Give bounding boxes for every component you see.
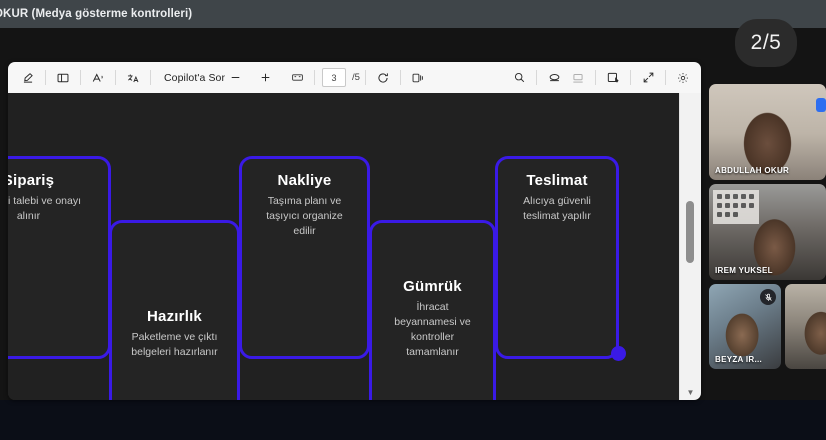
- toolbar-divider: [399, 70, 401, 85]
- rotate-icon[interactable]: [371, 66, 395, 89]
- fullscreen-icon[interactable]: [636, 66, 660, 89]
- participant-video: [785, 284, 826, 369]
- page-counter-badge: 2/5: [735, 19, 797, 67]
- toolbar-divider: [115, 70, 116, 85]
- toolbar-divider: [80, 70, 81, 85]
- pdf-scrollbar[interactable]: ▼: [679, 93, 701, 400]
- background-poster: [713, 190, 759, 224]
- copilot-ask-button[interactable]: Copilot'a Sor: [164, 71, 226, 84]
- fit-to-page-icon[interactable]: [285, 66, 309, 89]
- draw-icon[interactable]: [601, 66, 625, 89]
- scroll-down-arrow-icon[interactable]: ▼: [686, 387, 695, 397]
- toolbar-divider: [364, 70, 366, 85]
- flow-node: Teslimat Alıcıya güvenli teslimat yapılı…: [495, 156, 619, 359]
- toolbar-divider: [595, 70, 596, 85]
- toolbar-right-group: [507, 62, 695, 93]
- toolbar-divider: [314, 70, 315, 85]
- flow-node: Hazırlık Paketleme ve çıktı belgeleri ha…: [109, 220, 240, 400]
- translate-icon[interactable]: [121, 66, 145, 89]
- toolbar-left-group: Copilot'a Sor: [8, 66, 225, 89]
- page-total-label: /5: [352, 72, 360, 83]
- highlight-icon[interactable]: [542, 66, 566, 89]
- zoom-out-button[interactable]: [223, 66, 247, 89]
- toolbar-page-group: 3 /5: [223, 62, 430, 93]
- muted-microphone-icon: [760, 289, 776, 305]
- flow-node: Sipariş Müşteri talebi ve onayı alınır: [8, 156, 111, 359]
- ink-eraser-icon[interactable]: [16, 66, 40, 89]
- flow-node: Gümrük İhracat beyannamesi ve kontroller…: [369, 220, 496, 400]
- erase-highlight-icon[interactable]: [566, 66, 590, 89]
- flow-node-description: Paketleme ve çıktı belgeleri hazırlanır: [131, 331, 218, 358]
- toolbar-divider: [536, 70, 537, 85]
- flow-node-title: Gümrük: [403, 278, 462, 295]
- flow-end-dot: [611, 346, 626, 361]
- below-stage-background: [0, 400, 826, 440]
- participant-name: BEYZA IR...: [715, 355, 763, 364]
- process-flow-diagram: Sipariş Müşteri talebi ve onayı alınır H…: [8, 93, 680, 400]
- toolbar-divider: [150, 70, 151, 85]
- flow-node-description: Müşteri talebi ve onayı alınır: [8, 195, 82, 222]
- flow-node-title: Teslimat: [526, 172, 588, 189]
- settings-icon[interactable]: [671, 66, 695, 89]
- participant-tile[interactable]: BEYZA IR...: [709, 284, 781, 369]
- scrollbar-thumb[interactable]: [686, 201, 694, 263]
- flow-node-title: Sipariş: [8, 172, 55, 189]
- participant-tile[interactable]: IREM YUKSEL: [709, 184, 826, 280]
- page-layout-icon[interactable]: [51, 66, 75, 89]
- participant-name: ABDULLAH OKUR: [715, 166, 790, 175]
- window-titlebar: OKUR (Medya gösterme kontrolleri): [0, 0, 826, 28]
- participant-video: [709, 84, 826, 180]
- participant-tile[interactable]: ABDULLAH OKUR: [709, 84, 826, 180]
- search-icon[interactable]: [507, 66, 531, 89]
- toolbar-divider: [45, 70, 46, 85]
- participants-rail: ABDULLAH OKUR IREM YUKSEL BEYZA IR...: [705, 84, 826, 388]
- participant-tile[interactable]: [785, 284, 826, 369]
- toolbar-divider: [665, 70, 666, 85]
- flow-node-description: Taşıma planı ve taşıyıcı organize edilir: [266, 195, 343, 237]
- pdf-page-canvas: Sipariş Müşteri talebi ve onayı alınır H…: [8, 93, 680, 400]
- pdf-body: Sipariş Müşteri talebi ve onayı alınır H…: [8, 93, 701, 400]
- toolbar-divider: [630, 70, 631, 85]
- layout-view-icon[interactable]: [406, 66, 430, 89]
- flow-node: Nakliye Taşıma planı ve taşıyıcı organiz…: [239, 156, 370, 359]
- speaking-indicator: [816, 98, 826, 112]
- pdf-toolbar: Copilot'a Sor 3 /5: [8, 62, 701, 94]
- zoom-in-button[interactable]: [253, 66, 277, 89]
- flow-node-title: Hazırlık: [147, 308, 202, 325]
- flow-node-title: Nakliye: [277, 172, 332, 189]
- read-aloud-icon[interactable]: [86, 66, 110, 89]
- participant-name: IREM YUKSEL: [715, 266, 773, 275]
- flow-node-description: İhracat beyannamesi ve kontroller tamaml…: [394, 301, 471, 358]
- window-title: OKUR (Medya gösterme kontrolleri): [0, 8, 193, 20]
- pdf-viewer-window: Copilot'a Sor 3 /5: [8, 62, 701, 400]
- page-number-input[interactable]: 3: [322, 68, 346, 87]
- flow-node-description: Alıcıya güvenli teslimat yapılır: [523, 195, 591, 222]
